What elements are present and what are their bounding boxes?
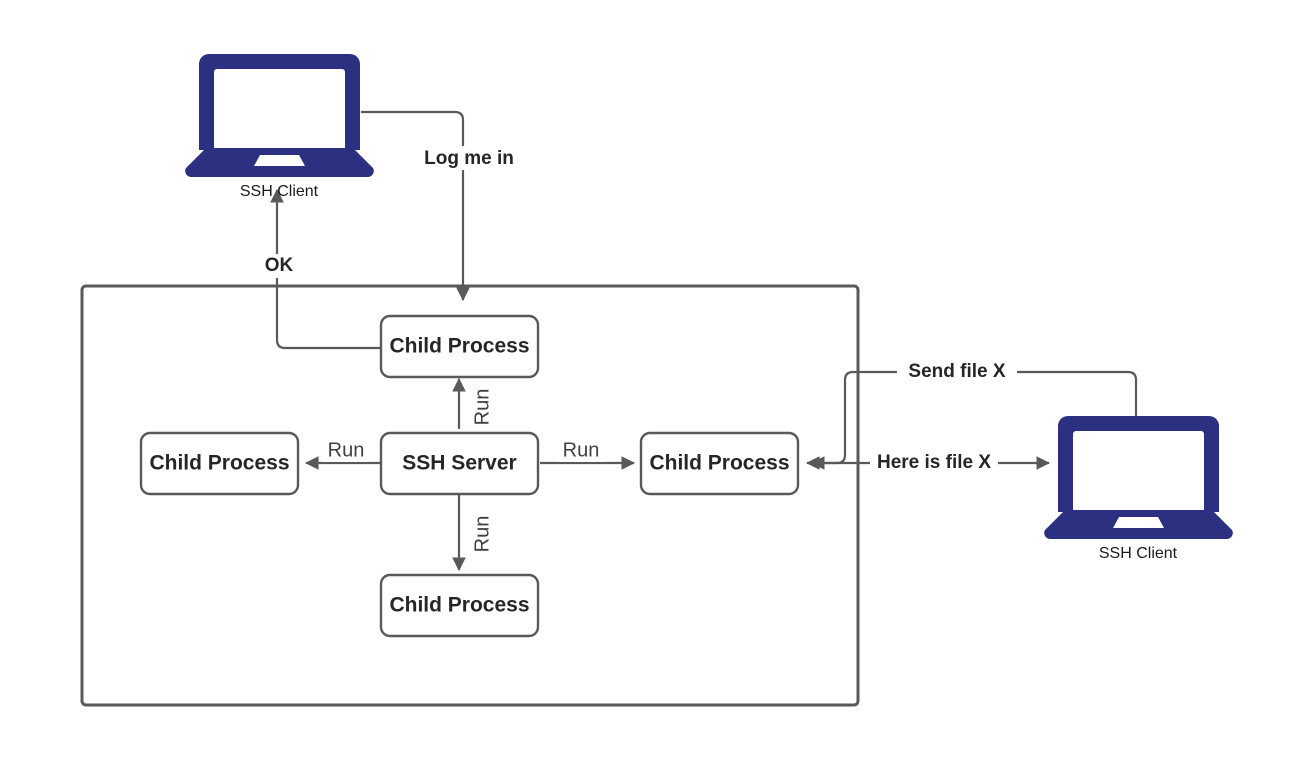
log-me-in-label-bg (410, 146, 528, 170)
node-ssh-server[interactable]: SSH Server (379, 431, 540, 496)
here-is-file-x-label: Here is file X (877, 452, 991, 473)
ssh-server-label: SSH Server (402, 452, 516, 475)
laptop-top-icon (199, 54, 360, 150)
node-child-process-right[interactable]: Child Process (639, 431, 800, 496)
send-file-x-label-bg (897, 361, 1017, 383)
laptop-top-caption: SSH Client (240, 183, 319, 200)
edge-label-run-down: Run (470, 512, 496, 556)
ok-label: OK (265, 255, 294, 276)
edge-label-run-right: Run (558, 438, 604, 462)
edge-label-ok: OK (258, 254, 298, 278)
run-right-label: Run (563, 439, 600, 461)
laptop-ssh-client-right[interactable]: SSH Client (1044, 416, 1233, 562)
ssh-server-host-boundary (80, 284, 860, 707)
edge-label-send-file-x: Send file X (897, 361, 1017, 383)
child-process-left-box[interactable] (139, 431, 300, 496)
send-file-x-label: Send file X (908, 361, 1005, 382)
child-process-bottom-label: Child Process (389, 594, 529, 617)
laptop-right-icon (1058, 416, 1219, 512)
run-left-label-bg (323, 438, 369, 462)
laptop-ssh-client-top[interactable]: SSH Client (185, 54, 374, 200)
child-process-right-box[interactable] (639, 431, 800, 496)
laptop-top-trackpad-notch (254, 155, 305, 166)
child-process-right-label: Child Process (649, 452, 789, 475)
edge-label-here-is-file-x: Here is file X (870, 452, 998, 474)
edge-log-me-in (361, 110, 470, 302)
run-down-label-bg (470, 512, 496, 556)
child-process-left-label: Child Process (149, 452, 289, 475)
child-process-bottom-box[interactable] (379, 573, 540, 638)
edge-ok (270, 188, 381, 350)
ok-label-bg (258, 254, 298, 278)
here-is-file-x-label-bg (870, 452, 998, 474)
child-process-top-box[interactable] (379, 314, 540, 379)
run-up-label-bg (470, 385, 496, 429)
node-child-process-top[interactable]: Child Process (379, 314, 540, 379)
edge-label-log-me-in: Log me in (410, 146, 528, 170)
laptop-right-caption: SSH Client (1099, 545, 1178, 562)
edge-label-run-up: Run (470, 385, 496, 429)
ssh-server-box[interactable] (379, 431, 540, 496)
run-right-label-bg (558, 438, 604, 462)
node-child-process-bottom[interactable]: Child Process (379, 573, 540, 638)
laptop-right-trackpad-notch (1113, 517, 1164, 528)
run-up-label: Run (471, 389, 493, 426)
child-process-top-label: Child Process (389, 335, 529, 358)
log-me-in-label: Log me in (424, 148, 514, 169)
node-child-process-left[interactable]: Child Process (139, 431, 300, 496)
edge-label-run-left: Run (323, 438, 369, 462)
run-left-label: Run (328, 439, 365, 461)
run-down-label: Run (471, 516, 493, 553)
